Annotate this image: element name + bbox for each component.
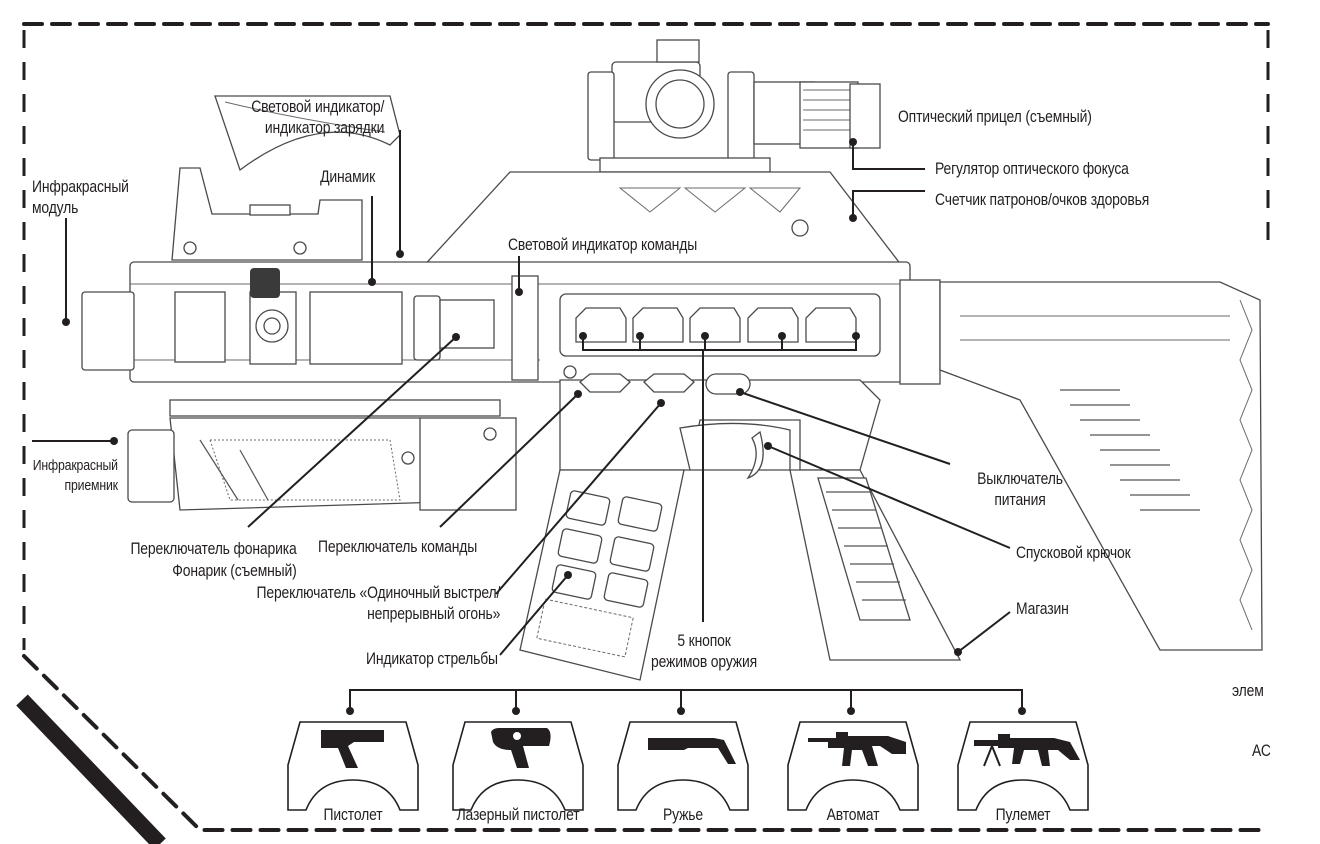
label-fire-indicator: Индикатор стрельбы [366, 649, 498, 668]
grip-texture [817, 477, 911, 621]
label-fire-mode-switch: Переключатель «Одиночный выстрел/ непрер… [256, 583, 500, 623]
shotgun-icon [648, 738, 736, 764]
right-margin [1270, 0, 1320, 844]
mode-card-laser-pistol [452, 721, 584, 811]
label-trigger: Спусковой крючок [1016, 543, 1131, 562]
label-focus-adjuster: Регулятор оптического фокуса [935, 159, 1129, 178]
mode-label-laser-pistol: Лазерный пистолет [456, 805, 580, 824]
mode-label-shotgun: Ружье [663, 805, 703, 824]
label-power-switch: Выключатель питания [977, 469, 1063, 509]
optical-sight [214, 39, 881, 173]
label-ir-module: Инфракрасный модуль [32, 177, 129, 217]
mode-card-assault-rifle [787, 721, 919, 811]
label-team-light: Световой индикатор команды [508, 235, 698, 254]
laser-pistol-icon [491, 728, 551, 768]
assault-rifle-icon [808, 732, 906, 766]
label-weapon-mode-buttons: 5 кнопок режимов оружия [651, 631, 757, 671]
label-status-light: Световой индикатор/ индикатор зарядки [250, 97, 384, 137]
stock-grip-texture [1060, 299, 1253, 631]
label-ir-receiver: Инфракрасный приемник [32, 457, 118, 494]
mode-card-shotgun [617, 721, 749, 811]
label-team-switch: Переключатель команды [318, 537, 478, 556]
weapon-mode-cards [287, 721, 1089, 811]
label-magazine: Магазин [1016, 599, 1069, 618]
mode-label-machine-gun: Пулемет [995, 805, 1051, 824]
label-flashlight-switch: Переключатель фонарика [130, 539, 297, 558]
label-ammo-counter: Счетчик патронов/очков здоровья [935, 190, 1150, 209]
label-speaker: Динамик [319, 167, 375, 186]
label-flashlight: Фонарик (съемный) [172, 561, 298, 580]
mode-card-pistol [287, 721, 419, 811]
cutoff-text-2: АС [1252, 741, 1271, 760]
weapon-mode-buttons [575, 307, 857, 343]
blaster-illustration [81, 39, 1263, 681]
machine-gun-icon [974, 734, 1080, 767]
mode-card-machine-gun [957, 721, 1089, 811]
cutoff-text-1: элем [1232, 681, 1264, 700]
pistol-icon [321, 730, 384, 768]
leader-lines [32, 130, 1026, 715]
mode-label-assault-rifle: Автомат [826, 805, 880, 824]
label-optical-sight: Оптический прицел (съемный) [898, 107, 1092, 126]
mode-label-pistol: Пистолет [323, 805, 383, 824]
flashlight-texture [199, 439, 401, 501]
dashed-frame [16, 22, 1270, 844]
